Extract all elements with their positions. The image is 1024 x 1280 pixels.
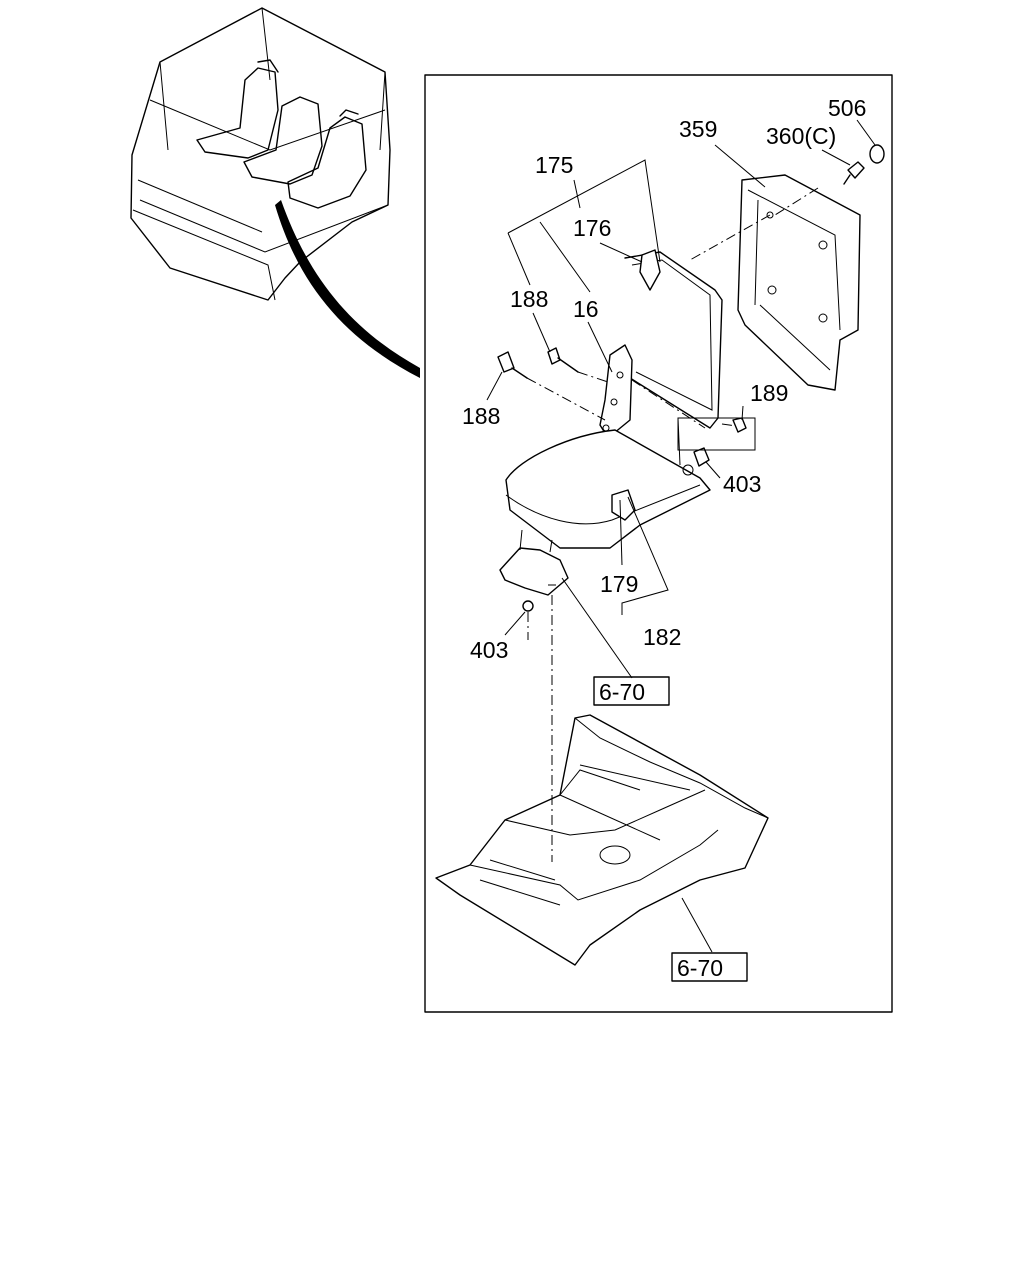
nut-403-a	[693, 447, 710, 467]
callout-176: 176	[573, 215, 611, 241]
seat-bracket	[499, 529, 569, 596]
callout-16: 16	[573, 296, 599, 322]
bolt-188-a	[547, 347, 579, 373]
cab-floor	[435, 714, 769, 966]
cab-overview	[130, 7, 391, 301]
seat-back-frame	[624, 249, 723, 429]
nut-189	[732, 417, 747, 433]
callout-403-lower: 403	[470, 637, 508, 663]
assembly-lines	[526, 187, 819, 862]
nut-403-b	[522, 600, 534, 612]
callout-403-upper: 403	[723, 471, 761, 497]
callout-182: 182	[643, 624, 681, 650]
callout-359: 359	[679, 116, 717, 142]
callout-179: 179	[600, 571, 638, 597]
leader-lines	[486, 119, 876, 953]
callout-188-upper: 188	[510, 286, 548, 312]
ref-box-upper: 6-70	[593, 676, 670, 706]
hinge-bracket	[599, 344, 633, 439]
seat-cushion	[505, 429, 711, 549]
seat-back-cover	[737, 174, 861, 391]
callout-360c: 360(C)	[766, 123, 836, 149]
callout-189: 189	[750, 380, 788, 406]
callout-labels: 506 359 360(C) 175 176 188 16 188 189 40…	[462, 95, 866, 663]
callout-188-lower: 188	[462, 403, 500, 429]
ref-box-lower: 6-70	[671, 952, 748, 982]
callout-175: 175	[535, 152, 573, 178]
cap-506	[869, 144, 885, 164]
ref-label-upper: 6-70	[599, 679, 645, 705]
ref-label-lower: 6-70	[677, 955, 723, 981]
callout-506: 506	[828, 95, 866, 121]
screw-360	[843, 161, 865, 185]
detail-frame	[424, 74, 893, 1013]
zoom-pointer	[275, 200, 420, 378]
bolt-188-b	[497, 351, 528, 379]
